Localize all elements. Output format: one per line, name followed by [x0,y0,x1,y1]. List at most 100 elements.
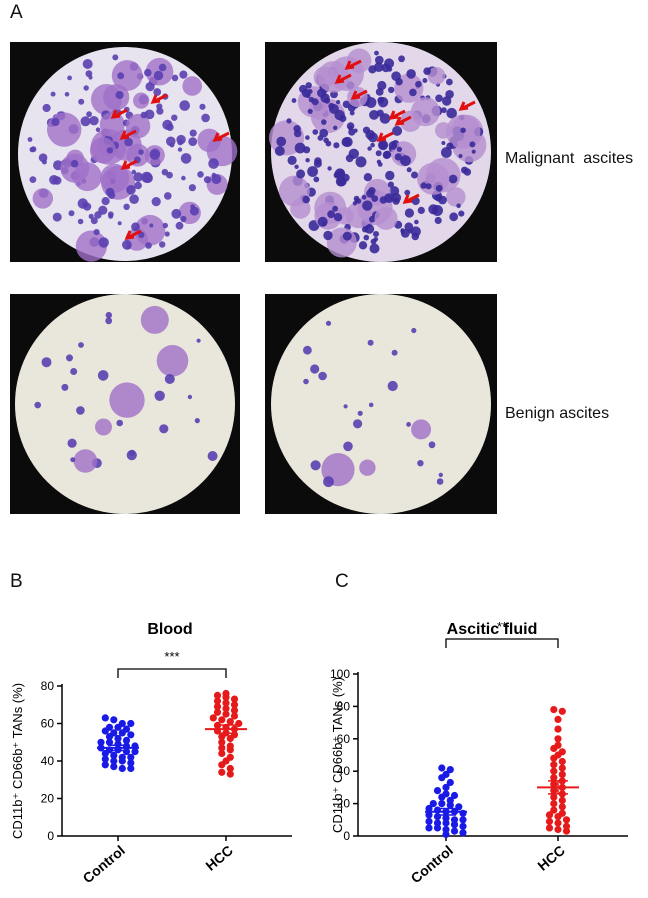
cell-mark [311,98,319,106]
arrow-head-icon [402,194,413,204]
data-point [459,816,467,824]
cell-mark [156,103,163,110]
cell-mark [70,159,79,168]
cell-mark [188,137,198,146]
arrow-head-icon [458,101,469,111]
cell-mark [417,162,450,195]
cell-mark [400,228,405,233]
cell-mark [141,171,153,183]
cell-mark [406,167,412,173]
data-point [554,735,562,743]
cell-mark [377,80,387,91]
cell-mark [153,70,164,81]
cell-mark [469,141,476,148]
cell-mark [441,141,446,145]
cell-mark [317,135,324,141]
cell-mark [411,327,417,334]
data-point [558,757,566,766]
arrow-head-icon [350,90,361,100]
cell-mark [446,78,453,86]
cell-mark [385,170,395,181]
y-tick-label: 80 [337,699,351,713]
cell-mark [126,143,150,167]
data-point [213,697,222,705]
cell-mark [388,86,395,94]
cell-mark [387,380,398,392]
arrow-head-icon [212,132,223,142]
cell-mark [207,451,218,461]
cell-mark [166,123,174,131]
cell-mark [73,162,102,192]
panel-c-letter: C [335,571,349,592]
cell-mark [446,187,466,207]
cell-mark [27,137,33,142]
cell-mark [106,147,114,154]
data-point [127,764,135,773]
cell-mark [435,94,443,103]
cell-mark [379,113,391,124]
cell-mark [348,125,353,131]
chart-title: Ascitic fluid [447,621,538,638]
cell-mark [471,149,476,154]
x-category-label: Control [408,842,456,886]
cell-mark [108,213,114,219]
cell-mark [446,107,457,119]
cell-mark [420,182,427,189]
cell-mark [171,74,179,82]
cell-mark [388,141,398,150]
data-point [442,770,450,778]
cell-mark [77,218,84,225]
cell-mark [327,166,332,171]
cell-mark [341,137,351,147]
cell-mark [67,438,77,448]
data-point [433,787,442,795]
data-point [230,701,239,709]
cell-mark [112,54,119,61]
panel-a-letter: A [10,2,23,23]
data-point [442,790,450,798]
cell-mark [171,114,178,121]
data-point [425,817,433,825]
cell-mark [149,223,154,228]
cell-mark [291,98,297,103]
y-axis-label: CD11b⁺ CD66b⁺ TANs (%) [330,677,345,833]
cell-mark [392,125,403,136]
data-point [226,770,234,778]
cell-mark [161,168,169,176]
cell-mark [375,55,384,65]
cell-mark [363,234,370,241]
cell-mark [177,139,184,146]
data-point [545,824,554,832]
cell-mark [134,181,142,190]
cell-mark [396,146,403,152]
data-point [110,716,118,724]
cell-mark [337,177,347,187]
data-point [118,719,126,728]
cell-mark [367,339,374,346]
cell-mark [52,212,62,222]
cell-mark [109,382,145,418]
significance-label: *** [164,649,179,664]
cell-mark [190,204,196,210]
cell-mark [145,242,152,249]
cell-mark [406,69,416,79]
cell-mark [415,80,422,88]
cell-mark [435,184,443,192]
data-point [446,766,454,774]
data-point [218,738,226,746]
cell-mark [353,419,363,429]
cell-mark [422,78,428,83]
cell-mark [307,89,313,94]
cell-mark [51,117,60,127]
cell-mark [75,230,107,262]
data-point [550,787,558,795]
arrow-head-icon [150,94,161,104]
data-point [459,829,467,837]
cell-mark [370,142,375,148]
cell-mark [85,70,93,78]
cell-mark [67,75,72,81]
cell-mark [391,349,398,356]
cell-mark [175,221,184,230]
data-point [550,806,558,814]
cell-mark [404,189,411,196]
